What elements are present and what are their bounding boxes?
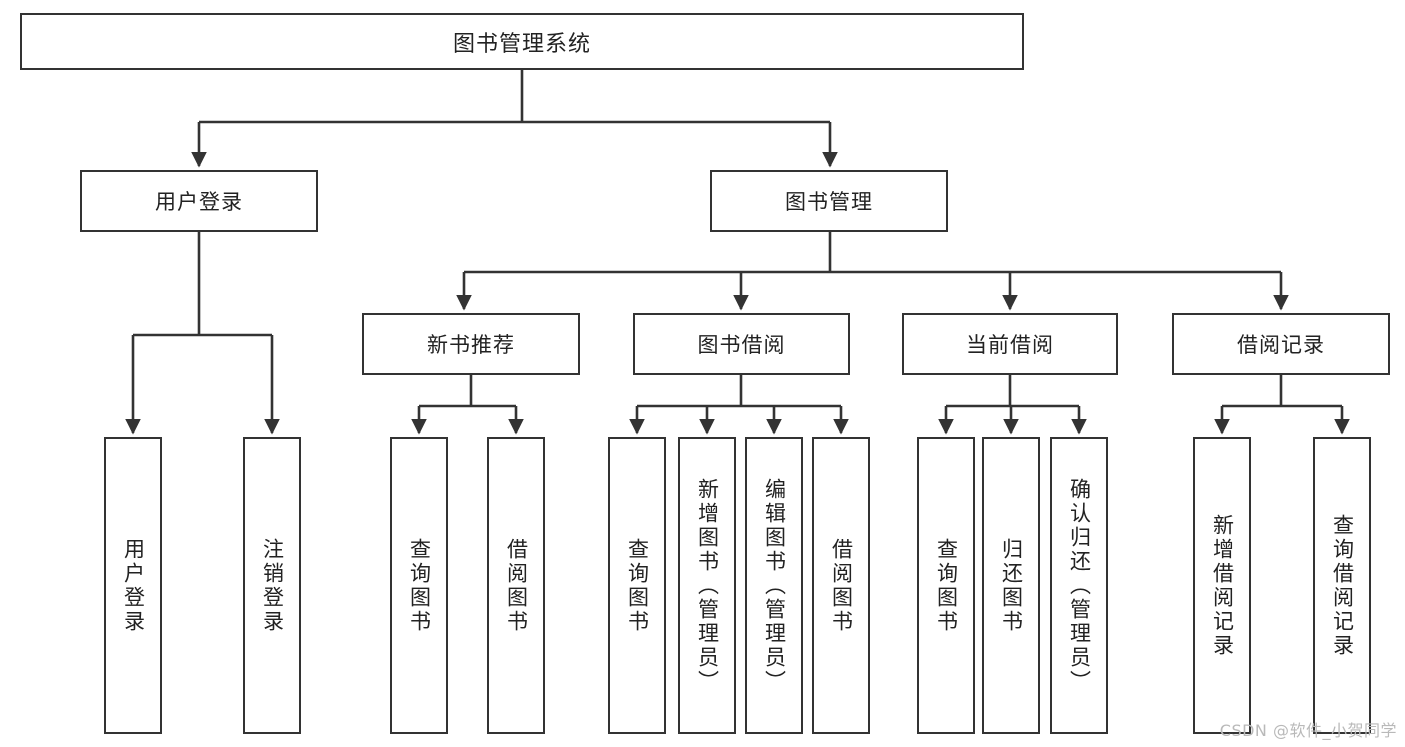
node-current-borrow[interactable]: 当前借阅 — [902, 313, 1118, 375]
node-leaf-user-login[interactable]: 用户登录 — [104, 437, 162, 734]
node-leaf-query-borrow-record[interactable]: 查询借阅记录 — [1313, 437, 1371, 734]
node-label: 用户登录 — [121, 537, 146, 634]
node-label: 图书管理系统 — [452, 31, 591, 57]
node-leaf-add-book-admin[interactable]: 新增图书（管理员） — [678, 437, 736, 734]
node-leaf-edit-book-admin[interactable]: 编辑图书（管理员） — [745, 437, 803, 734]
node-label: 用户登录 — [155, 190, 243, 214]
node-leaf-query-book-b[interactable]: 查询图书 — [608, 437, 666, 734]
node-new-book-recommend[interactable]: 新书推荐 — [362, 313, 580, 375]
watermark: CSDN @软件_小贺同学 — [1219, 721, 1397, 740]
node-label: 查询借阅记录 — [1330, 513, 1355, 658]
node-label: 新增借阅记录 — [1210, 513, 1235, 658]
node-label: 借阅记录 — [1237, 333, 1325, 357]
node-label: 查询图书 — [407, 537, 432, 634]
node-leaf-confirm-return-admin[interactable]: 确认归还（管理员） — [1050, 437, 1108, 734]
node-label: 编辑图书（管理员） — [762, 477, 787, 694]
node-root-system[interactable]: 图书管理系统 — [20, 13, 1024, 70]
node-label: 图书管理 — [785, 190, 873, 214]
node-borrow-record[interactable]: 借阅记录 — [1172, 313, 1390, 375]
node-leaf-query-book-a[interactable]: 查询图书 — [390, 437, 448, 734]
node-leaf-borrow-book-a[interactable]: 借阅图书 — [487, 437, 545, 734]
node-user-login[interactable]: 用户登录 — [80, 170, 318, 232]
node-label: 确认归还（管理员） — [1067, 477, 1092, 694]
node-label: 新书推荐 — [427, 333, 515, 357]
node-label: 当前借阅 — [966, 333, 1054, 357]
node-leaf-add-borrow-record[interactable]: 新增借阅记录 — [1193, 437, 1251, 734]
node-label: 查询图书 — [625, 537, 650, 634]
node-label: 图书借阅 — [697, 333, 786, 357]
node-label: 查询图书 — [934, 537, 959, 634]
node-book-management[interactable]: 图书管理 — [710, 170, 948, 232]
node-label: 借阅图书 — [504, 537, 529, 634]
node-book-borrow[interactable]: 图书借阅 — [633, 313, 850, 375]
node-label: 新增图书（管理员） — [695, 477, 720, 694]
node-label: 注销登录 — [260, 537, 285, 634]
node-label: 借阅图书 — [829, 537, 854, 634]
node-leaf-return-book[interactable]: 归还图书 — [982, 437, 1040, 734]
node-leaf-query-book-c[interactable]: 查询图书 — [917, 437, 975, 734]
node-leaf-logout[interactable]: 注销登录 — [243, 437, 301, 734]
node-label: 归还图书 — [999, 537, 1024, 634]
node-leaf-borrow-book-b[interactable]: 借阅图书 — [812, 437, 870, 734]
